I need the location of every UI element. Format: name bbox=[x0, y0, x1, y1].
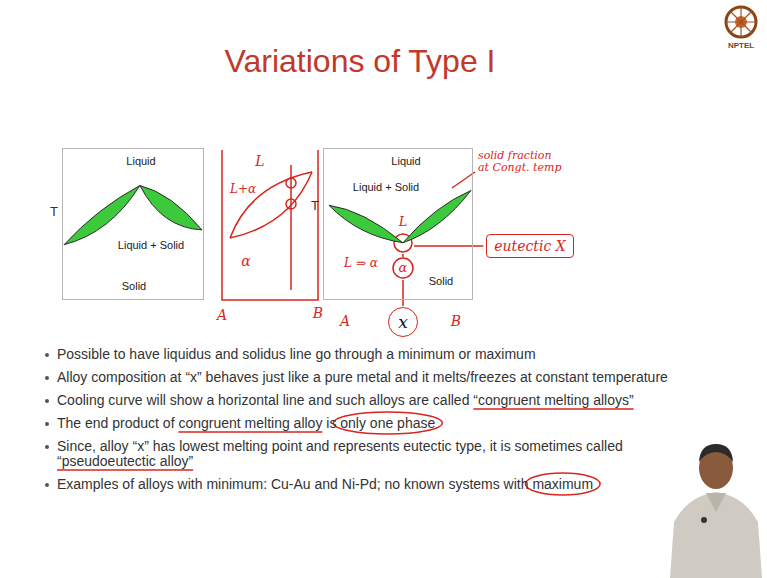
lens-region bbox=[64, 186, 140, 245]
logo-text: NPTEL bbox=[728, 42, 754, 51]
circled-composition: x bbox=[388, 307, 418, 337]
phase-label: Solid bbox=[429, 275, 453, 287]
lecturer-shirt bbox=[670, 492, 762, 578]
handwritten-label: B bbox=[313, 306, 323, 321]
logo-ring bbox=[726, 7, 756, 37]
underline-mark bbox=[57, 469, 193, 471]
handwritten-label: B bbox=[451, 314, 461, 329]
underline-mark bbox=[178, 431, 322, 433]
composition-symbol: x bbox=[398, 312, 408, 332]
bullet-text: Alloy composition at “x” behaves just li… bbox=[57, 370, 672, 385]
lecturer-microphone bbox=[701, 517, 707, 523]
sketch-point bbox=[286, 178, 296, 188]
sketch-liquidus bbox=[230, 172, 312, 238]
two-phase-region bbox=[63, 149, 203, 299]
handwritten-label: L bbox=[399, 215, 408, 229]
phase-circle bbox=[393, 258, 413, 278]
bullet-dot bbox=[45, 376, 49, 380]
axis-label: T bbox=[50, 205, 58, 219]
annotation-box: eutectic X bbox=[486, 234, 573, 258]
bullet-dot bbox=[45, 445, 49, 449]
handwritten-label: L ⇒ α bbox=[344, 257, 378, 270]
handwritten-label: α bbox=[399, 261, 408, 275]
phase-label: Liquid + Solid bbox=[353, 181, 419, 193]
sketch-solidus bbox=[230, 172, 312, 238]
phase-diagram-frame: LiquidLiquid + SolidSolid bbox=[323, 148, 473, 300]
bullet-text: Since, alloy “x” has lowest melting poin… bbox=[57, 439, 672, 469]
sketch-phase-diagram bbox=[222, 150, 318, 300]
handwritten-label: A bbox=[340, 314, 350, 329]
underline-mark bbox=[473, 408, 633, 410]
sketch-composition-line bbox=[290, 165, 292, 290]
handwritten-note: solid fraction at Congt. temp bbox=[478, 150, 564, 174]
bullet-dot bbox=[45, 399, 49, 403]
phase-label: Liquid bbox=[126, 155, 155, 167]
bullet-text: The end product of congruent melting all… bbox=[57, 416, 672, 431]
phase-diagram-frame: LiquidLiquid + SolidSolid bbox=[62, 148, 204, 300]
handwritten-label: L+α bbox=[230, 183, 256, 196]
slide-title: Variations of Type I bbox=[0, 44, 720, 79]
lecturer-figure bbox=[670, 444, 762, 578]
phase-label: Liquid + Solid bbox=[118, 239, 184, 251]
lecturer-hair bbox=[699, 444, 733, 462]
nptel-logo bbox=[726, 7, 756, 37]
lens-region bbox=[403, 190, 471, 242]
leader-line bbox=[452, 172, 475, 188]
lecturer-collar bbox=[706, 493, 726, 512]
sketch-axes bbox=[222, 150, 318, 300]
phase-label: Solid bbox=[122, 280, 146, 292]
lens-region bbox=[329, 205, 403, 243]
bullet-text: Cooling curve will show a horizontal lin… bbox=[57, 393, 672, 408]
sketch-point bbox=[286, 199, 296, 209]
logo-spokes bbox=[726, 7, 756, 37]
bullet-dot bbox=[45, 422, 49, 426]
bullet-dot bbox=[45, 353, 49, 357]
handwritten-label: L bbox=[255, 154, 264, 169]
bullet-dot bbox=[45, 483, 49, 487]
phase-label: Liquid bbox=[391, 155, 420, 167]
annotation-text: eutectic X bbox=[494, 238, 565, 254]
axis-label: T bbox=[311, 199, 319, 213]
bullet-text: Examples of alloys with minimum: Cu-Au a… bbox=[57, 477, 672, 492]
bullet-text: Possible to have liquidus and solidus li… bbox=[57, 347, 672, 362]
lens-region bbox=[140, 186, 202, 230]
handwritten-label: α bbox=[241, 254, 250, 269]
handwritten-label: A bbox=[217, 308, 227, 323]
